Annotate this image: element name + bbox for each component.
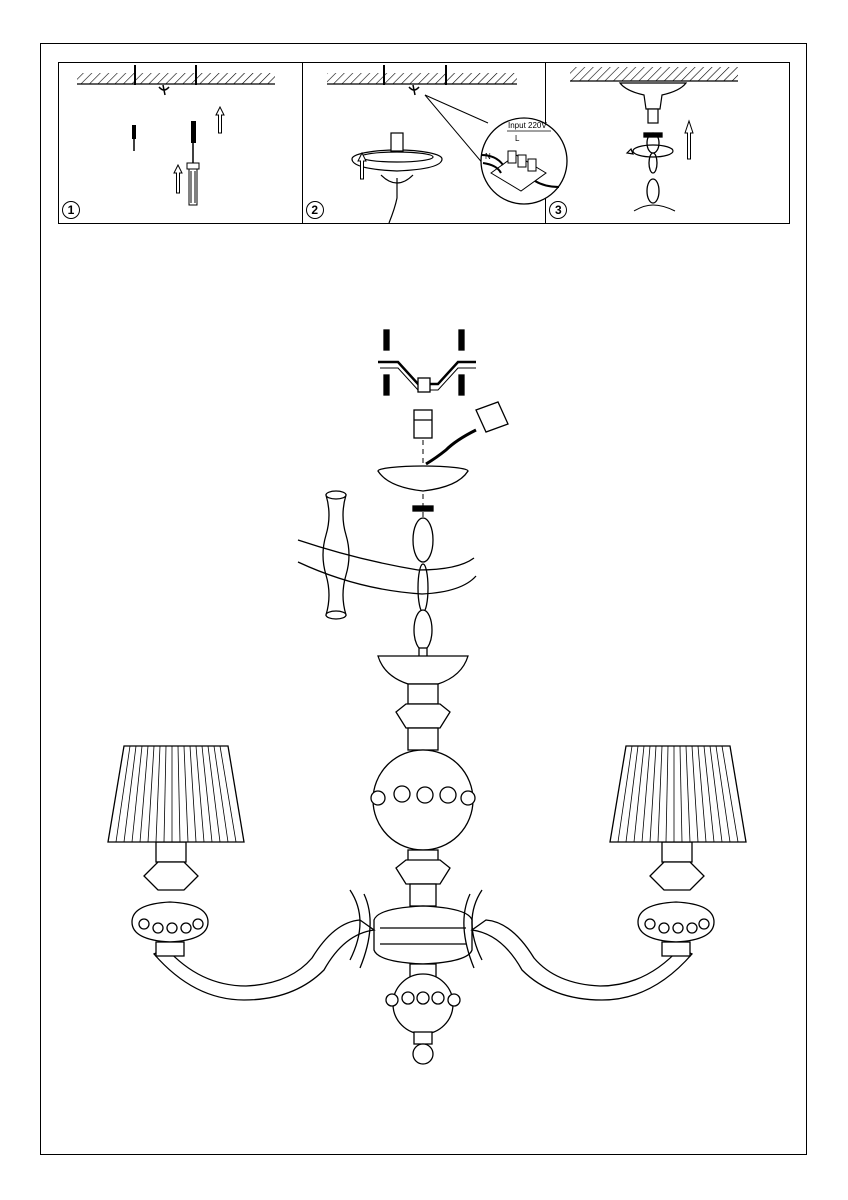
- screw-icon: [132, 125, 136, 151]
- neutral-terminal-label: N: [485, 152, 491, 161]
- chain-icon: [412, 505, 434, 659]
- screwdriver-icon: [186, 121, 200, 206]
- up-arrow-icon: [173, 105, 225, 194]
- wire-icon: [158, 84, 170, 96]
- ceiling-hatch: [570, 67, 739, 81]
- right-lamp-holder-icon: [637, 841, 715, 957]
- ceiling-hatch: [77, 73, 275, 84]
- crystal-ring-icon: [395, 859, 451, 885]
- ceiling-hatch: [326, 73, 517, 84]
- step-3-panel: 3: [546, 63, 789, 223]
- canopy-icon: [351, 132, 443, 223]
- canopy-icon: [619, 82, 688, 124]
- input-voltage-label: Input 220V: [508, 121, 547, 130]
- rotate-arrow-icon: [626, 144, 674, 158]
- flower-garland-icon: [370, 785, 476, 806]
- up-arrow-icon: [684, 119, 695, 160]
- step-1-panel: 1: [59, 63, 303, 223]
- left-lamp-holder-icon: [131, 841, 209, 957]
- page-border: [40, 43, 807, 1155]
- crystal-ring-icon: [395, 703, 451, 729]
- left-lamp-shade-icon: [107, 745, 245, 843]
- step-2-illustration: Input 220V N L: [326, 65, 568, 223]
- up-arrow-icon: [356, 151, 367, 180]
- top-cup-icon: [377, 655, 469, 685]
- step-number-badge: 3: [549, 201, 568, 219]
- step-1-illustration: [77, 65, 275, 206]
- wiring-detail-circle: Input 220V N L: [480, 117, 568, 205]
- central-body-icon: [373, 905, 473, 965]
- installation-steps-strip: 1: [58, 62, 790, 224]
- chain-icon: [643, 132, 663, 204]
- step-2-panel: Input 220V N L 2: [303, 63, 568, 223]
- right-arm-icon: [470, 919, 694, 1001]
- step-number-badge: 1: [62, 201, 80, 219]
- live-terminal-label: L: [515, 134, 520, 143]
- center-nut-icon: [413, 409, 433, 439]
- wire-icon: [634, 204, 676, 212]
- canopy-icon: [377, 465, 469, 492]
- mounting-bracket-icon: [378, 329, 476, 396]
- terminal-block-icon: [480, 150, 559, 192]
- wire-icon: [408, 84, 420, 96]
- right-lamp-shade-icon: [609, 745, 747, 843]
- finial-icon: [412, 1043, 434, 1065]
- left-arm-icon: [152, 919, 376, 1001]
- step-number-badge: 2: [305, 201, 324, 219]
- terminal-block-icon: [425, 401, 509, 466]
- cord-sleeve-icon: [322, 490, 350, 620]
- flower-garland-icon: [385, 991, 461, 1007]
- step-3-illustration: [570, 67, 739, 212]
